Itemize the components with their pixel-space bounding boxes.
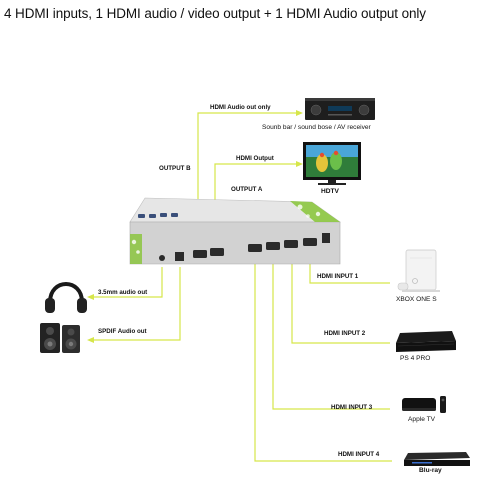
- port-input-2: [284, 240, 298, 248]
- label-hdmi-input-2: HDMI INPUT 2: [324, 330, 366, 337]
- port-input-3: [266, 242, 280, 250]
- line-input-3: [272, 254, 390, 410]
- port-input-4: [248, 244, 262, 252]
- label-hdmi-output: HDMI Output: [236, 155, 274, 162]
- line-input-2: [291, 252, 390, 344]
- device-xbox-label: XBOX ONE S: [396, 296, 437, 303]
- hdmi-switch-box: [129, 197, 341, 265]
- ps4-image: [396, 331, 456, 352]
- switch-button-2: [149, 214, 156, 218]
- device-hdtv-label: HDTV: [321, 188, 339, 195]
- arrow-hdtv: [296, 161, 303, 167]
- port-power: [322, 233, 330, 243]
- label-hdmi-input-4: HDMI INPUT 4: [338, 451, 380, 458]
- port-spdif: [175, 252, 184, 261]
- label-output-a: OUTPUT A: [231, 186, 263, 193]
- switch-button-4: [171, 213, 178, 217]
- device-bluray-label: Blu-ray: [419, 467, 442, 474]
- switch-button-3: [160, 213, 167, 217]
- label-output-b: OUTPUT B: [159, 165, 191, 172]
- line-spdif: [90, 267, 181, 341]
- label-hdmi-input-1: HDMI INPUT 1: [317, 273, 359, 280]
- label-35mm-audio: 3.5mm audio out: [98, 289, 148, 296]
- label-hdmi-audio-out-only: HDMI Audio out only: [210, 104, 271, 111]
- hdtv-image: [303, 142, 361, 185]
- label-hdmi-input-3: HDMI INPUT 3: [331, 404, 373, 411]
- appletv-image: [402, 396, 446, 413]
- arrow-headphones: [87, 294, 94, 300]
- device-appletv-label: Apple TV: [408, 416, 436, 423]
- arrow-speakers: [87, 337, 94, 343]
- device-receiver-label: Sounb bar / sound bose / AV receiver: [262, 124, 371, 131]
- connection-lines: [90, 112, 392, 462]
- switch-button-1: [138, 214, 145, 218]
- port-input-1: [303, 238, 317, 246]
- receiver-image: [305, 98, 375, 120]
- headline: 4 HDMI inputs, 1 HDMI audio / video outp…: [4, 6, 426, 21]
- port-35mm: [159, 255, 165, 261]
- line-output-a: [214, 163, 300, 212]
- device-ps4-label: PS 4 PRO: [400, 355, 431, 362]
- port-output-b: [193, 250, 207, 258]
- line-output-b: [197, 112, 300, 212]
- bluray-image: [404, 452, 470, 466]
- speakers-image: [40, 323, 80, 353]
- headphones-image: [45, 282, 87, 313]
- label-spdif-audio: SPDIF Audio out: [98, 328, 147, 335]
- switch-front-green: [130, 234, 142, 264]
- xbox-image: [397, 249, 440, 292]
- switch-green-pattern: [290, 201, 340, 222]
- line-input-4: [254, 256, 392, 462]
- port-output-a: [210, 248, 224, 256]
- arrow-receiver: [296, 110, 303, 116]
- line-35mm: [90, 267, 163, 298]
